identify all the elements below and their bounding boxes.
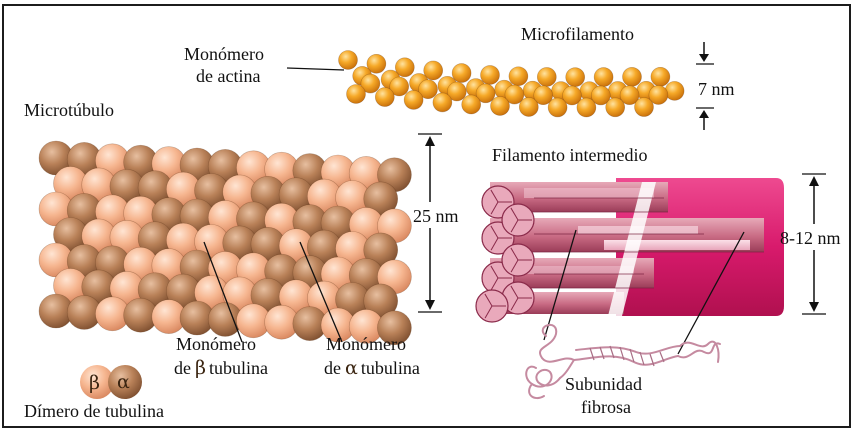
actin-monomer xyxy=(404,90,423,109)
alpha-monomer-label-1: Monómero xyxy=(326,334,406,354)
actin-monomer xyxy=(537,67,556,86)
actin-monomer xyxy=(548,98,567,117)
actin-monomer xyxy=(635,98,654,117)
microfilament xyxy=(339,51,685,117)
actin-monomer xyxy=(623,67,642,86)
microtubule-size: 25 nm xyxy=(413,206,459,226)
actin-monomer xyxy=(375,88,394,107)
dimer-beta-symbol: β xyxy=(89,372,100,394)
actin-monomer xyxy=(519,97,538,116)
actin-monomer xyxy=(481,65,500,84)
beta-monomer-label-1: Monómero xyxy=(176,334,256,354)
microtubule xyxy=(39,141,411,345)
actin-monomer xyxy=(606,98,625,117)
actin-monomer-label-2: de actina xyxy=(196,66,260,86)
intermediate-size: 8-12 nm xyxy=(780,228,841,248)
subunit-label-2: fibrosa xyxy=(581,397,631,417)
intermediate-filament xyxy=(476,178,784,322)
dimer-label: Dímero de tubulina xyxy=(24,401,164,421)
subunit-label-1: Subunidad xyxy=(565,374,642,394)
actin-monomer xyxy=(462,95,481,114)
actin-monomer xyxy=(509,67,528,86)
actin-monomer xyxy=(577,98,596,117)
actin-monomer xyxy=(339,51,358,70)
actin-monomer xyxy=(433,93,452,112)
tubulin-dimer: β α xyxy=(80,365,142,399)
actin-monomer xyxy=(491,96,510,115)
actin-monomer xyxy=(566,68,585,87)
microfilament-label: Microfilamento xyxy=(521,24,634,44)
actin-monomer xyxy=(651,67,670,86)
actin-monomer xyxy=(665,81,684,100)
cytoskeleton-diagram: Monómero de actina Microfilamento 7 nm M… xyxy=(4,6,851,428)
dimer-alpha-symbol: α xyxy=(117,371,130,393)
figure-frame: Monómero de actina Microfilamento 7 nm M… xyxy=(2,4,851,428)
actin-monomer xyxy=(594,68,613,87)
intermediate-filament-label: Filamento intermedio xyxy=(492,145,647,165)
actin-monomer-label-1: Monómero xyxy=(184,44,264,64)
actin-pointer-line xyxy=(287,68,344,70)
microfilament-size: 7 nm xyxy=(698,79,735,99)
microtubule-label: Microtúbulo xyxy=(24,100,114,120)
actin-monomer xyxy=(347,85,366,104)
